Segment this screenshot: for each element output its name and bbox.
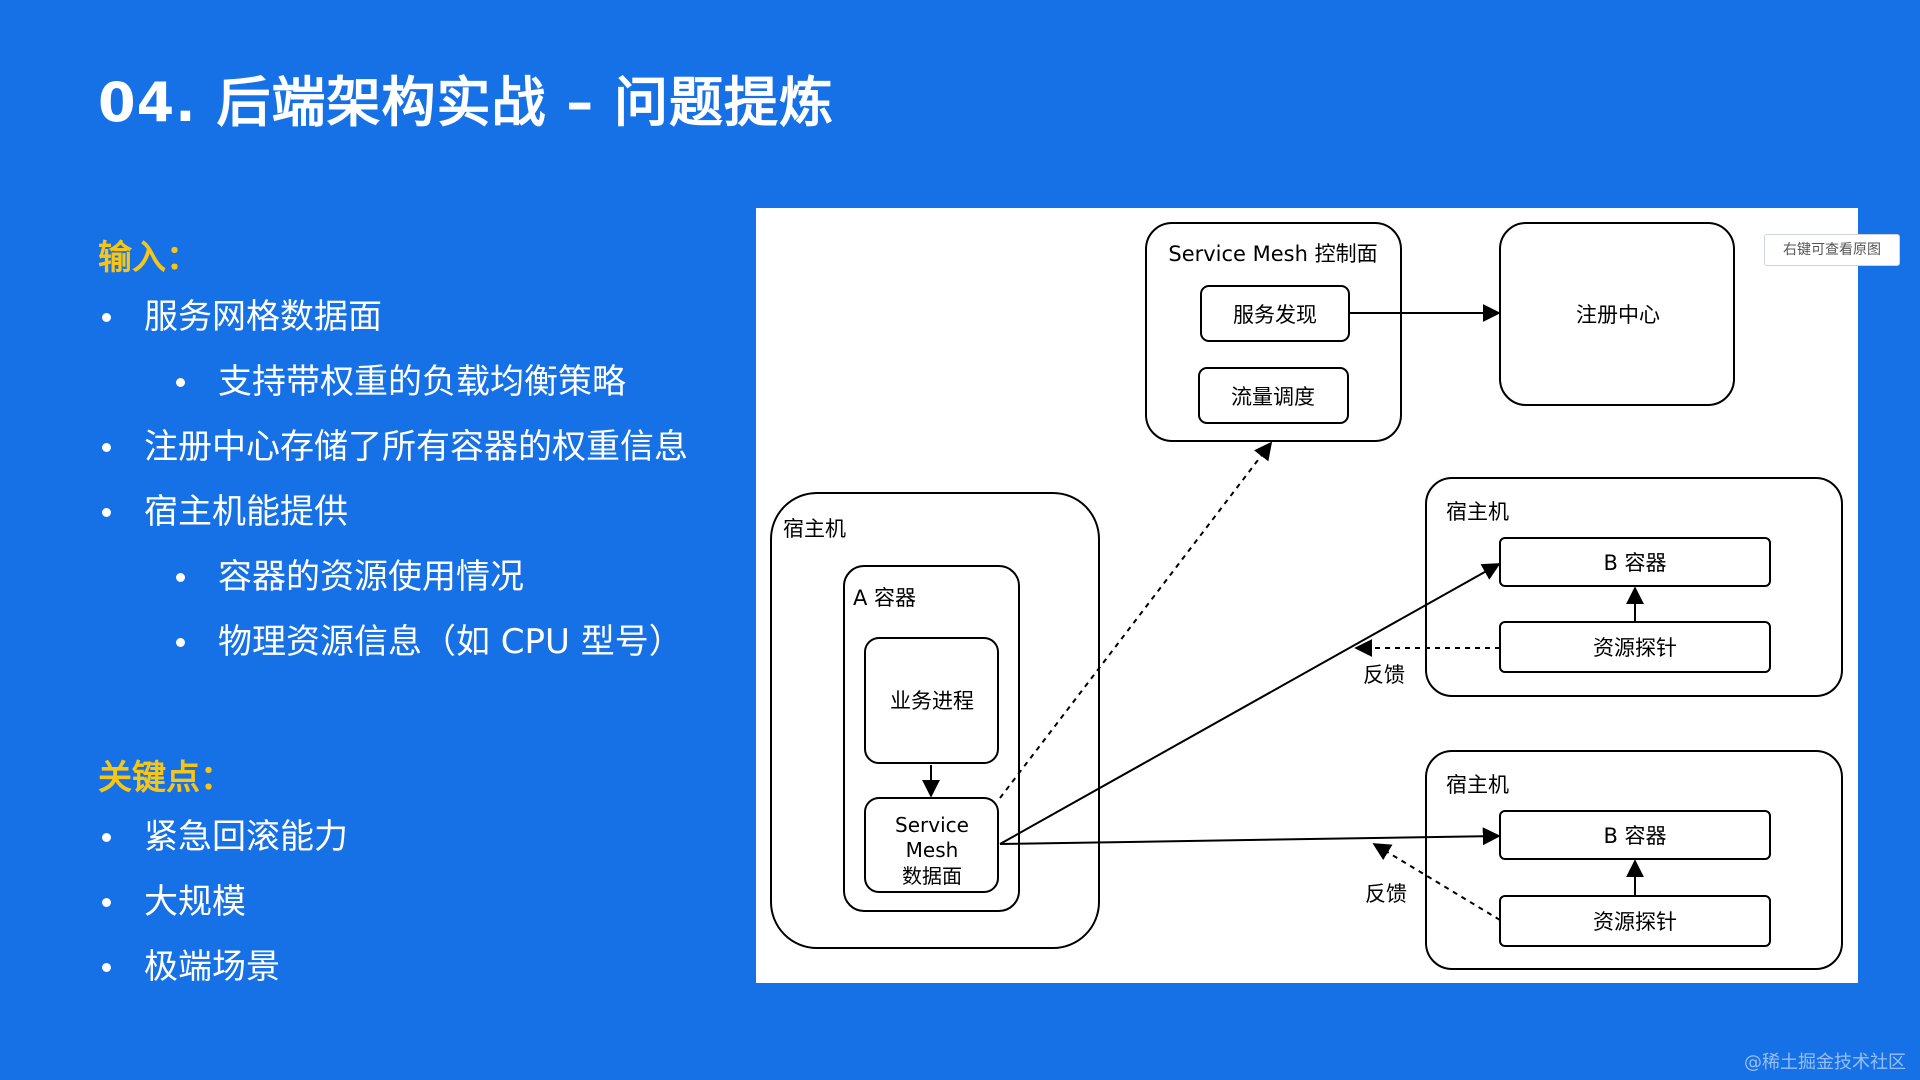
inputs-heading: 输入： <box>98 238 200 278</box>
container-a-label: A 容器 <box>853 586 916 610</box>
data-plane-label-2: Mesh <box>906 838 959 862</box>
feedback-b1-label: 反馈 <box>1363 663 1405 687</box>
control-plane-box <box>1145 222 1402 442</box>
list-item: 宿主机能提供 <box>98 492 738 532</box>
bullet-icon <box>102 443 111 452</box>
bullet-icon <box>102 313 111 322</box>
data-plane-label-1: Service <box>895 813 969 837</box>
bullet-icon <box>176 638 185 647</box>
control-plane-title: Service Mesh 控制面 <box>1168 242 1377 266</box>
list-item: 极端场景 <box>98 947 738 987</box>
inputs-list: 服务网格数据面 支持带权重的负载均衡策略 注册中心存储了所有容器的权重信息 宿主… <box>98 297 738 662</box>
host-b2-box <box>1425 750 1843 970</box>
business-process-box <box>864 637 999 764</box>
feedback-b2-dashed-arrow <box>1372 843 1501 921</box>
host-b1-label: 宿主机 <box>1446 500 1509 524</box>
list-item: 服务网格数据面 <box>98 297 738 337</box>
key-points-list: 紧急回滚能力 大规模 极端场景 <box>98 817 738 987</box>
credit-watermark: @稀土掘金技术社区 <box>1744 1052 1906 1073</box>
container-a-box <box>843 565 1020 912</box>
host-b2-label: 宿主机 <box>1446 773 1509 797</box>
bullet-icon <box>176 573 185 582</box>
mesh-to-b2-arrow <box>999 827 1501 846</box>
registry-label: 注册中心 <box>1576 303 1660 327</box>
container-b1-box <box>1499 537 1771 587</box>
list-item: 大规模 <box>98 882 738 922</box>
service-discovery-label: 服务发现 <box>1233 303 1317 327</box>
mesh-to-control-plane-dashed-arrow <box>999 441 1273 799</box>
probe-b2-label: 资源探针 <box>1593 910 1677 934</box>
mesh-to-b1-arrow <box>999 563 1501 845</box>
view-original-button[interactable]: 右键可查看原图 <box>1764 234 1900 266</box>
container-b1-label: B 容器 <box>1603 551 1666 575</box>
data-plane-box <box>864 797 999 893</box>
bullet-icon <box>102 963 111 972</box>
list-item: 支持带权重的负载均衡策略 <box>98 362 738 402</box>
bullet-icon <box>176 378 185 387</box>
traffic-scheduling-box <box>1198 367 1349 424</box>
business-process-label: 业务进程 <box>890 689 974 713</box>
list-item: 注册中心存储了所有容器的权重信息 <box>98 427 738 467</box>
host-b1-box <box>1425 477 1843 697</box>
list-item: 物理资源信息（如 CPU 型号） <box>98 622 738 662</box>
architecture-diagram: Service Mesh 控制面 服务发现 流量调度 注册中心 宿主机 A 容器… <box>756 208 1858 983</box>
data-plane-label-3: 数据面 <box>902 864 962 888</box>
bullet-icon <box>102 833 111 842</box>
probe-b1-label: 资源探针 <box>1593 636 1677 660</box>
list-item: 容器的资源使用情况 <box>98 557 738 597</box>
host-a-label: 宿主机 <box>783 517 846 541</box>
feedback-b2-label: 反馈 <box>1365 882 1407 906</box>
list-item: 紧急回滚能力 <box>98 817 738 857</box>
bullet-icon <box>102 898 111 907</box>
key-points-section: 关键点： 紧急回滚能力 大规模 极端场景 <box>98 750 738 1012</box>
bullet-icon <box>102 508 111 517</box>
inputs-section: 输入： 服务网格数据面 支持带权重的负载均衡策略 注册中心存储了所有容器的权重信… <box>98 230 738 687</box>
diagram-canvas: Service Mesh 控制面 服务发现 流量调度 注册中心 宿主机 A 容器… <box>770 222 1843 970</box>
key-points-heading: 关键点： <box>98 758 234 798</box>
container-b2-label: B 容器 <box>1603 824 1666 848</box>
traffic-scheduling-label: 流量调度 <box>1231 385 1315 409</box>
page-title: 04. 后端架构实战 – 问题提炼 <box>98 71 835 134</box>
host-a-box <box>770 492 1100 949</box>
